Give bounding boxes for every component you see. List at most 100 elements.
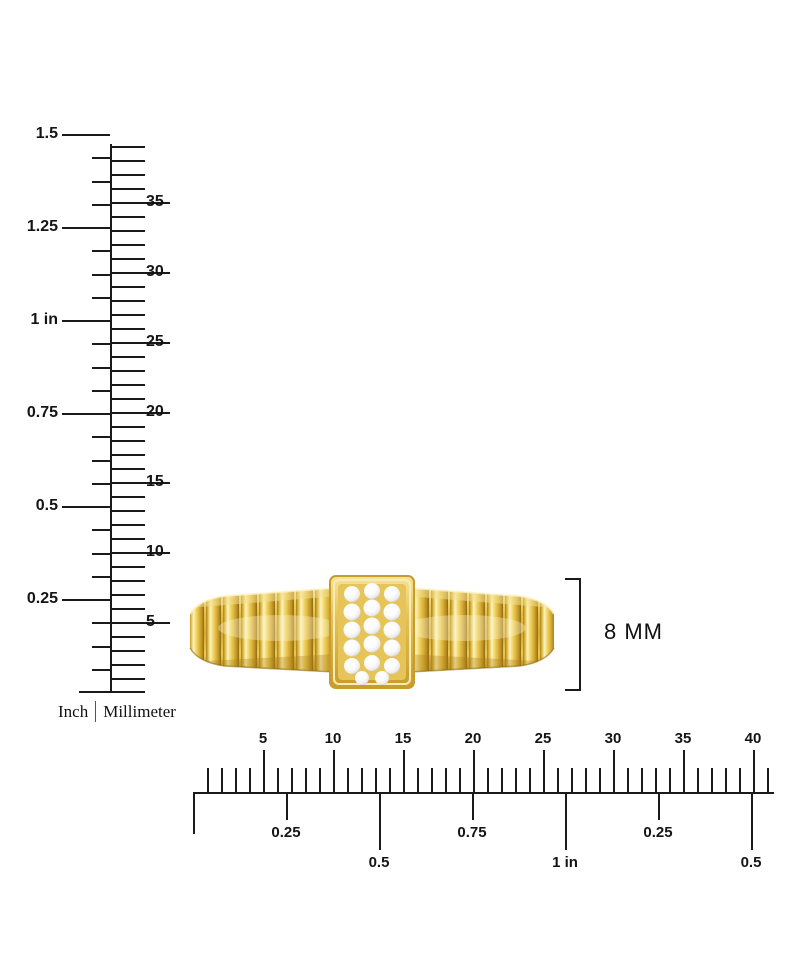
hruler-mm-minor-tick [585, 768, 587, 792]
vruler-mm-minor-tick [112, 314, 145, 316]
hruler-inch-label-4: 0.25 [643, 824, 673, 841]
vruler-inch-leader-1.5 [62, 134, 110, 136]
hruler-mm-major-tick [613, 750, 615, 792]
vruler-mm-minor-tick [112, 468, 145, 470]
vruler-inch-minor-tick [92, 575, 110, 578]
vruler-mm-minor-tick [112, 286, 145, 288]
vruler-inch-minor-tick [92, 250, 110, 253]
hruler-inch-tick-3 [565, 794, 567, 850]
hruler-mm-minor-tick [725, 768, 727, 792]
vertical-ruler-spine [110, 144, 112, 693]
vruler-inch-minor-tick [92, 552, 110, 555]
ring-left-shank [189, 587, 335, 673]
hruler-mm-minor-tick [627, 768, 629, 792]
vruler-inch-leader-0.5 [62, 506, 110, 508]
hruler-mm-major-tick [403, 750, 405, 792]
hruler-mm-minor-tick [445, 768, 447, 792]
hruler-mm-minor-tick [291, 768, 293, 792]
hruler-mm-minor-tick [389, 768, 391, 792]
vruler-mm-major-tick [112, 342, 170, 344]
vruler-mm-label-35: 35 [146, 193, 164, 210]
vruler-mm-minor-tick [112, 566, 145, 568]
hruler-mm-major-tick [543, 750, 545, 792]
vruler-mm-minor-tick [112, 580, 145, 582]
vruler-mm-minor-tick [112, 146, 145, 148]
vruler-inch-leader-1 in [62, 320, 110, 322]
vruler-mm-minor-tick [112, 594, 145, 596]
vruler-inch-label-15: 1.5 [35, 125, 58, 142]
vruler-mm-minor-tick [112, 160, 145, 162]
vruler-mm-minor-tick [112, 328, 145, 330]
hruler-inch-label-2: 0.75 [457, 824, 487, 841]
vruler-mm-minor-tick [112, 538, 145, 540]
unit-label-inch: Inch [58, 701, 89, 721]
vruler-mm-label-15: 15 [146, 473, 164, 490]
hruler-mm-minor-tick [347, 768, 349, 792]
horizontal-ruler-baseline [193, 792, 774, 794]
ring-pave-center [329, 575, 415, 689]
hruler-mm-minor-tick [375, 768, 377, 792]
hruler-mm-minor-tick [221, 768, 223, 792]
pave-stones [343, 583, 401, 685]
hruler-inch-tick-1 [379, 794, 381, 850]
vruler-inch-leader-0.75 [62, 413, 110, 415]
hruler-mm-minor-tick [417, 768, 419, 792]
hruler-mm-label-5: 5 [258, 730, 268, 747]
vruler-mm-minor-tick [112, 524, 145, 526]
hruler-mm-minor-tick [739, 768, 741, 792]
hruler-inch-tick-4 [658, 794, 660, 820]
vruler-mm-minor-tick [112, 636, 145, 638]
hruler-mm-minor-tick [305, 768, 307, 792]
vruler-inch-minor-tick [92, 203, 110, 206]
vruler-inch-leader-0.25 [62, 599, 110, 601]
vruler-inch-minor-tick [92, 296, 110, 299]
vruler-mm-minor-tick [112, 384, 145, 386]
hruler-mm-minor-tick [697, 768, 699, 792]
hruler-mm-minor-tick [361, 768, 363, 792]
hruler-mm-minor-tick [767, 768, 769, 792]
vruler-mm-minor-tick [112, 454, 145, 456]
hruler-mm-minor-tick [669, 768, 671, 792]
bracket-spine [579, 578, 581, 691]
vruler-mm-minor-tick [112, 608, 145, 610]
vruler-inch-minor-tick [92, 389, 110, 392]
hruler-inch-tick-5 [751, 794, 753, 850]
vruler-mm-minor-tick [112, 230, 145, 232]
hruler-inch-tick-2 [472, 794, 474, 820]
hruler-inch-label-0: 0.25 [271, 824, 301, 841]
vertical-ruler-zero-tick [79, 691, 145, 693]
hruler-mm-minor-tick [515, 768, 517, 792]
hruler-mm-minor-tick [571, 768, 573, 792]
hruler-mm-major-tick [263, 750, 265, 792]
hruler-mm-major-tick [473, 750, 475, 792]
vruler-inch-leader-1.25 [62, 227, 110, 229]
hruler-inch-label-3: 1 in [552, 854, 578, 871]
vruler-mm-minor-tick [112, 244, 145, 246]
hruler-mm-minor-tick [501, 768, 503, 792]
hruler-mm-label-40: 40 [744, 730, 762, 747]
hruler-mm-minor-tick [655, 768, 657, 792]
vruler-mm-minor-tick [112, 426, 145, 428]
vruler-inch-minor-tick [92, 668, 110, 671]
vruler-mm-minor-tick [112, 370, 145, 372]
hruler-mm-label-10: 10 [324, 730, 342, 747]
vruler-inch-label-025: 0.25 [26, 590, 58, 607]
height-bracket [565, 578, 581, 691]
vruler-inch-minor-tick [92, 436, 110, 439]
hruler-inch-tick-0 [286, 794, 288, 820]
vruler-inch-minor-tick [92, 343, 110, 346]
vruler-mm-major-tick [112, 272, 170, 274]
vruler-mm-minor-tick [112, 398, 145, 400]
vruler-inch-minor-tick [92, 366, 110, 369]
hruler-mm-label-35: 35 [674, 730, 692, 747]
vruler-mm-label-30: 30 [146, 263, 164, 280]
vruler-mm-major-tick [112, 202, 170, 204]
vruler-mm-minor-tick [112, 356, 145, 358]
hruler-mm-minor-tick [277, 768, 279, 792]
vruler-mm-minor-tick [112, 300, 145, 302]
vruler-mm-minor-tick [112, 440, 145, 442]
hruler-mm-label-15: 15 [394, 730, 412, 747]
vruler-mm-major-tick [112, 552, 170, 554]
hruler-inch-label-5: 0.5 [740, 854, 762, 871]
